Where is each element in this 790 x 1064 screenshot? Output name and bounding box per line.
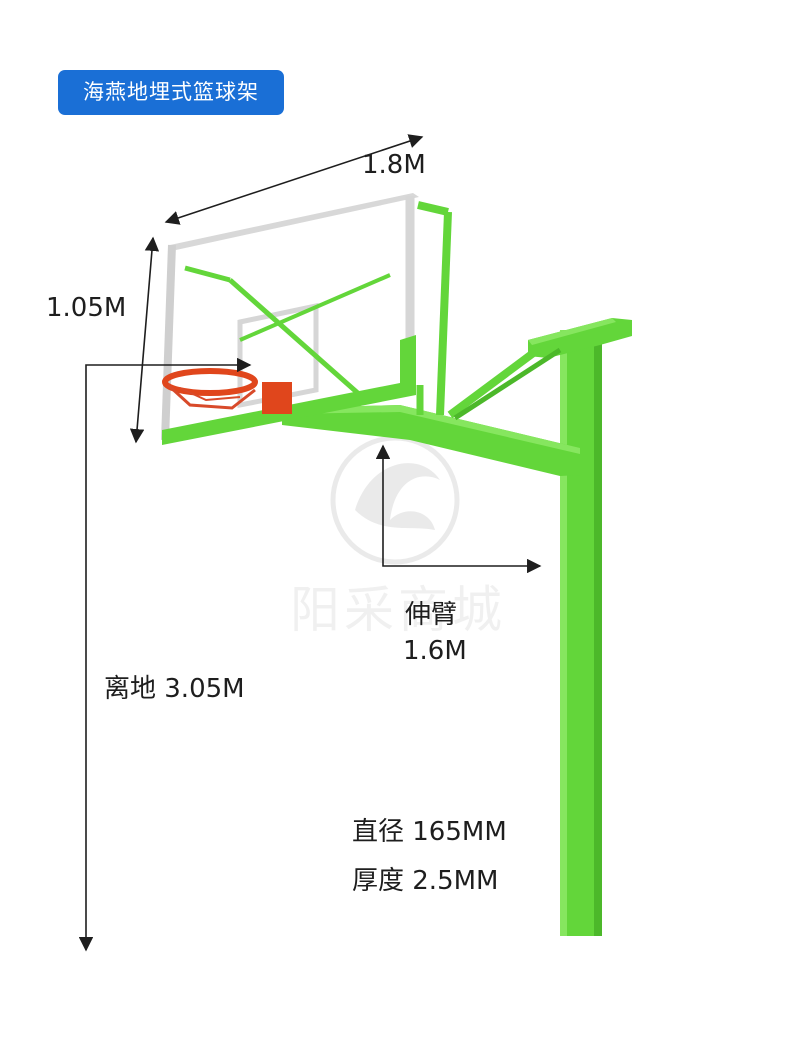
watermark-text: 阳采商城 xyxy=(290,581,506,639)
arm-length-label: 1.6M xyxy=(403,636,467,666)
ground-height-line xyxy=(78,357,252,952)
pole-top-bracket xyxy=(528,318,632,358)
pole xyxy=(560,330,602,936)
height-dimension-line xyxy=(129,236,160,444)
extension-arm xyxy=(282,405,580,476)
rim-height-label: 离地 3.05M xyxy=(104,674,245,704)
pole-diameter-label: 直径 165MM xyxy=(352,817,507,847)
pole-thickness-label: 厚度 2.5MM xyxy=(352,866,499,896)
arm-title-label: 伸臂 xyxy=(405,600,458,630)
backboard-height-label: 1.05M xyxy=(46,293,127,323)
arm-length-line xyxy=(375,444,542,574)
product-title-badge: 海燕地埋式篮球架 xyxy=(58,70,284,115)
dimension-lines xyxy=(78,134,542,952)
backboard-width-label: 1.8M xyxy=(362,150,426,180)
width-dimension-line xyxy=(164,134,424,225)
arm-supports xyxy=(416,344,562,421)
watermark-logo xyxy=(330,435,460,565)
